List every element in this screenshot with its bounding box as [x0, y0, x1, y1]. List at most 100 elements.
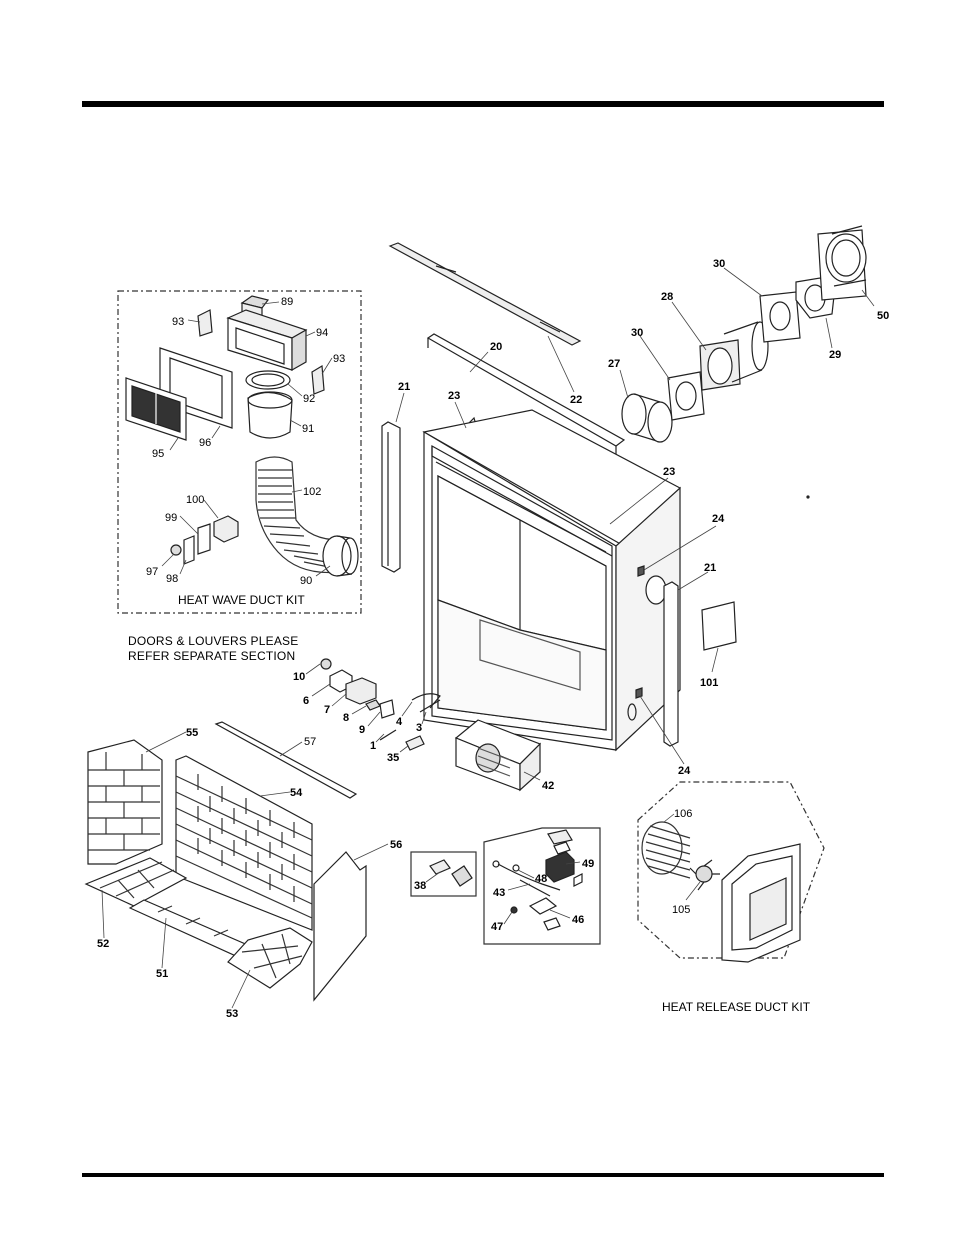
part-7-valve-block	[345, 677, 377, 705]
part-56-side-panel	[313, 851, 367, 1002]
part-52-floor-left	[84, 857, 188, 907]
part-number-98: 98	[166, 573, 179, 585]
part-number-91: 91	[302, 423, 315, 435]
part-number-29: 29	[829, 349, 842, 361]
part-number-7: 7	[324, 704, 331, 716]
part-number-93: 93	[333, 353, 346, 365]
leader-lines-electrical	[503, 861, 581, 925]
doors-note-line2: REFER SEPARATE SECTION	[128, 649, 296, 663]
part-number-30: 30	[631, 327, 644, 339]
part-number-9: 9	[359, 724, 366, 736]
part-99-switch-plate	[197, 523, 211, 555]
part-number-53: 53	[226, 1008, 239, 1020]
part-28-vent-adaptor	[699, 321, 769, 391]
part-number-93: 93	[172, 316, 185, 328]
part-number-21: 21	[398, 381, 411, 393]
part-9-plate	[379, 699, 395, 719]
doors-note-line1: DOORS & LOUVERS PLEASE	[128, 634, 299, 648]
part-number-28: 28	[661, 291, 674, 303]
part-number-22: 22	[570, 394, 583, 406]
part-24-tab-upper	[637, 565, 645, 577]
part-94-duct-housing	[226, 309, 308, 372]
part-90-round-collar	[322, 535, 359, 577]
heat-wave-kit-border	[117, 290, 362, 614]
part-number-27: 27	[608, 358, 621, 370]
electrical-kit-border	[483, 827, 601, 945]
part-number-50: 50	[877, 310, 890, 322]
leader-lines-valve	[305, 663, 427, 753]
part-1-probe	[379, 729, 397, 741]
part-97-knob	[170, 544, 182, 556]
part-number-57: 57	[304, 736, 317, 748]
part-54-rear-brick-panel	[175, 755, 313, 931]
part-3-sensor	[419, 699, 441, 713]
header-rule	[82, 101, 884, 107]
part-number-52: 52	[97, 938, 110, 950]
part-53-floor-right	[227, 927, 313, 989]
part-number-54: 54	[290, 787, 303, 799]
part-number-4: 4	[396, 716, 403, 728]
part-10-fitting	[320, 658, 332, 670]
part-27-vent-collar	[621, 393, 673, 443]
leader-lines-heat-wave	[161, 301, 333, 577]
part-105-fan	[689, 859, 720, 891]
part-number-47: 47	[491, 921, 504, 933]
part-number-35: 35	[387, 752, 400, 764]
part-number-95: 95	[152, 448, 165, 460]
part-4-thermocouple	[411, 693, 441, 709]
part-38-box	[410, 851, 477, 897]
part-number-101: 101	[700, 677, 719, 689]
part-22-top-bar	[388, 242, 582, 346]
part-number-94: 94	[316, 327, 329, 339]
part-100-switch-box	[213, 515, 239, 543]
part-42-blower	[454, 719, 542, 792]
part-55-side-brick-panel	[87, 739, 163, 865]
part-95-louver-grille	[125, 377, 187, 441]
part-number-24: 24	[678, 765, 691, 777]
electrical-components	[492, 829, 583, 931]
part-number-38: 38	[414, 880, 427, 892]
leader-lines-firebox	[395, 267, 875, 765]
part-106-flex-duct	[641, 821, 691, 879]
part-number-23: 23	[448, 390, 461, 402]
part-91-transition	[247, 391, 293, 439]
part-number-102: 102	[303, 486, 322, 498]
heat-wave-kit-title: HEAT WAVE DUCT KIT	[178, 593, 305, 607]
leader-lines-heat-release	[663, 813, 701, 901]
gas-valve-components	[320, 658, 441, 751]
part-number-20: 20	[490, 341, 503, 353]
part-number-100: 100	[186, 494, 205, 506]
part-number-46: 46	[572, 914, 585, 926]
part-93-bracket-left	[197, 309, 213, 337]
doors-louvers-note: DOORS & LOUVERS PLEASE REFER SEPARATE SE…	[128, 634, 298, 664]
part-number-55: 55	[186, 727, 199, 739]
part-number-21: 21	[704, 562, 717, 574]
part-number-97: 97	[146, 566, 159, 578]
part-number-89: 89	[281, 296, 294, 308]
part-number-6: 6	[303, 695, 310, 707]
heat-release-kit-title: HEAT RELEASE DUCT KIT	[662, 1000, 811, 1014]
part-21-left-standoff	[381, 421, 401, 573]
part-number-10: 10	[293, 671, 306, 683]
part-number-48: 48	[535, 873, 548, 885]
part-number-23: 23	[663, 466, 676, 478]
part-98-rheostat	[183, 535, 195, 565]
part-93-bracket-right	[311, 364, 325, 395]
part-number-24: 24	[712, 513, 725, 525]
part-number-3: 3	[416, 722, 423, 734]
part-35-clip	[405, 735, 425, 751]
part-30-gasket-lower	[667, 371, 705, 421]
part-20-top-panel	[426, 333, 626, 447]
part-number-106: 106	[674, 808, 693, 820]
stray-dot	[806, 495, 810, 499]
footer-rule	[82, 1173, 884, 1177]
part-number-1: 1	[370, 740, 377, 752]
part-30-gasket-upper	[759, 291, 801, 343]
part-21-right-standoff	[663, 581, 679, 747]
part-57-top-refractory	[214, 721, 358, 799]
part-50-vent-termination	[817, 225, 867, 301]
part-number-8: 8	[343, 712, 350, 724]
part-24-tab-lower	[635, 687, 643, 699]
part-number-51: 51	[156, 968, 169, 980]
part-101-access-plate	[701, 601, 737, 651]
